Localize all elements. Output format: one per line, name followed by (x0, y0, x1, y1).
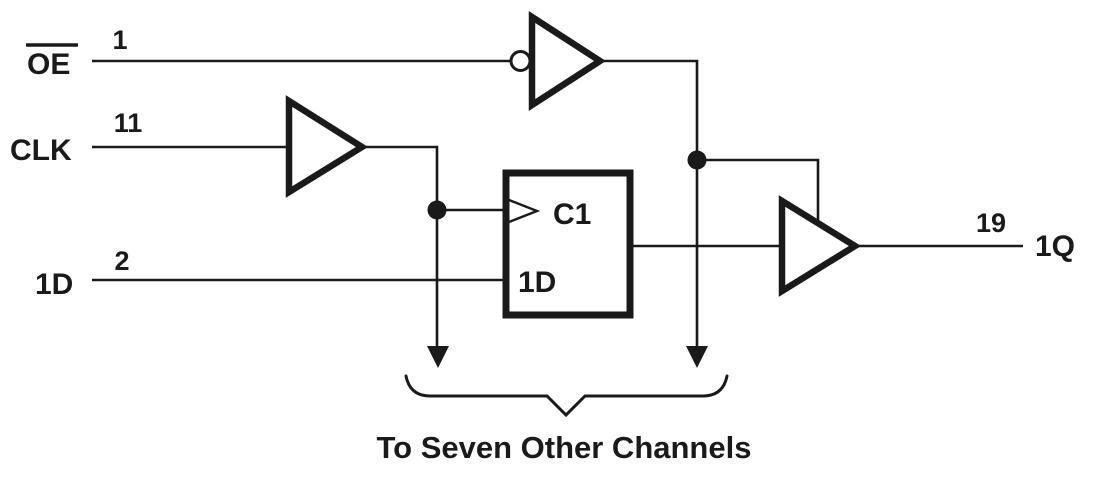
oe-output-wire (600, 59, 699, 347)
channels-brace (404, 374, 729, 418)
left-arrowhead-icon (427, 346, 449, 368)
ff-data-label: 1D (518, 266, 556, 299)
clk-junction-dot (427, 200, 447, 220)
clk-output-wire (362, 145, 439, 347)
ff-clock-label: C1 (553, 198, 591, 231)
enable-branch-wire (697, 158, 820, 224)
oe-label: OE (27, 48, 70, 81)
clk-pin-number: 11 (114, 108, 143, 138)
q-label: 1Q (1035, 230, 1075, 263)
clk-buffer-triangle (285, 95, 369, 198)
d-label: 1D (35, 268, 73, 301)
d-pin-number: 2 (114, 246, 129, 276)
oe-buffer-triangle (528, 11, 606, 111)
flip-flop-box (502, 169, 634, 319)
q-pin-number: 19 (976, 208, 1006, 238)
clk-label: CLK (10, 134, 72, 167)
caption-text: To Seven Other Channels (377, 430, 752, 465)
inverter-bubble-icon (509, 50, 532, 72)
output-buffer-triangle (778, 195, 862, 297)
right-arrowhead-icon (686, 346, 708, 368)
oe-pin-number: 1 (112, 25, 127, 55)
oe-junction-dot (687, 150, 707, 170)
clock-wedge-icon (508, 198, 541, 224)
